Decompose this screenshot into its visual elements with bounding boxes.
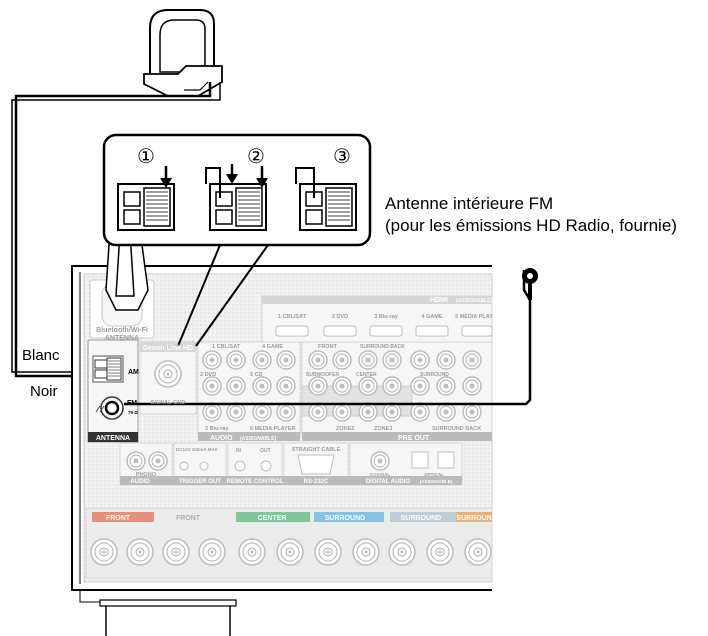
am-plug xyxy=(105,229,149,311)
step-1-number: ① xyxy=(137,144,155,168)
zone-surround-back-label: SURROUND BACK xyxy=(432,426,481,432)
denon-link-label: Denon Link HD xyxy=(143,345,193,352)
bt-wifi-label: Bluetooth/Wi-Fi xyxy=(96,327,148,334)
fm-terminal-label: FM xyxy=(127,400,137,407)
audio-label: AUDIO xyxy=(210,435,233,442)
hdmi-input-3: 3 Blu-ray xyxy=(374,314,398,320)
audio-in-6: 6 MEDIA PLAYER xyxy=(250,426,295,432)
terminal-step-1 xyxy=(117,166,175,231)
fm-antenna-caption: Antenne intérieure FM (pour les émission… xyxy=(385,193,677,237)
speaker-surround-back: SURROUN xyxy=(456,515,491,522)
fm-caption-line-1: Antenne intérieure FM xyxy=(385,194,554,213)
trigger-label: TRIGGER OUT xyxy=(179,479,221,485)
hdmi-assignable: (ASSIGNABLE) xyxy=(456,298,492,304)
preout-center: CENTER xyxy=(356,372,377,378)
speaker-center: CENTER xyxy=(258,515,287,522)
speaker-surround-r: SURROUND xyxy=(325,515,365,522)
hdmi-input-4: 4 GAME xyxy=(421,314,442,320)
hdmi-input-2: 2 DVD xyxy=(332,314,348,320)
zone2-label: ZONE2 xyxy=(336,426,354,432)
speaker-front-l: FRONT xyxy=(176,515,201,522)
remote-label: REMOTE CONTROL xyxy=(227,479,284,485)
remote-out: OUT xyxy=(260,448,271,454)
step-3-number: ③ xyxy=(333,144,351,168)
hdmi-title: HDMI xyxy=(430,297,448,304)
step-2-number: ② xyxy=(247,144,265,168)
zone3-label: ZONE3 xyxy=(374,426,392,432)
fm-indoor-antenna xyxy=(124,268,538,406)
black-wire-label: Noir xyxy=(30,383,58,400)
audio-bottom-label: AUDIO xyxy=(130,479,150,485)
coaxial-label: COAXIAL xyxy=(370,472,391,477)
signal-gnd-label: SIGNAL GND xyxy=(151,400,185,406)
preout-surround: SURROUND xyxy=(420,372,449,378)
speaker-front-r: FRONT xyxy=(106,515,131,522)
connection-steps-callout: ① ② ③ xyxy=(102,133,372,347)
rs232c-label: RS-232C xyxy=(304,479,329,485)
bt-wifi-sub: ANTENNA xyxy=(105,335,139,342)
preout-front: FRONT xyxy=(318,344,338,350)
remote-in: IN xyxy=(236,448,241,454)
fm-caption-line-2: (pour les émissions HD Radio, fournie) xyxy=(385,216,677,235)
phono-label: PHONO xyxy=(136,472,157,478)
am-loop-antenna xyxy=(143,9,223,97)
terminal-step-2 xyxy=(205,164,268,231)
digital-audio-label: DIGITAL AUDIO xyxy=(366,479,411,485)
white-wire-label: Blanc xyxy=(22,347,60,364)
audio-in-2: 2 DVD xyxy=(200,372,216,378)
preout-surround-back: SURROUND BACK xyxy=(360,344,405,350)
preout-title: PRE OUT xyxy=(398,435,430,442)
preout-subwoofer: SUBWOOFER xyxy=(306,372,339,378)
speaker-surround-l: SURROUND xyxy=(401,515,441,522)
fm-ohm-label: 75 Ω xyxy=(128,410,138,415)
optical-label: OPTICAL xyxy=(424,472,444,477)
receiver-rear-panel xyxy=(71,265,493,636)
am-terminal-label: AM xyxy=(128,369,139,376)
digital-assignable: (ASSIGNABLE) xyxy=(420,479,453,484)
audio-assignable: (ASSIGNABLE) xyxy=(240,436,276,442)
trigger-title: DC12V 150mA MAX xyxy=(176,447,218,452)
audio-in-3: 3 Blu-ray xyxy=(205,426,229,432)
audio-in-5: 5 CD xyxy=(250,372,263,378)
audio-in-1: 1 CBL/SAT xyxy=(212,344,241,350)
am-wires xyxy=(11,82,221,378)
hdmi-input-5: 5 MEDIA PLAY xyxy=(455,314,493,320)
terminal-step-3 xyxy=(295,167,357,231)
straight-cable-label: STRAIGHT CABLE xyxy=(292,447,341,453)
antenna-label: ANTENNA xyxy=(96,435,130,442)
hdmi-input-1: 1 CBL/SAT xyxy=(278,314,307,320)
audio-in-4: 4 GAME xyxy=(262,344,283,350)
